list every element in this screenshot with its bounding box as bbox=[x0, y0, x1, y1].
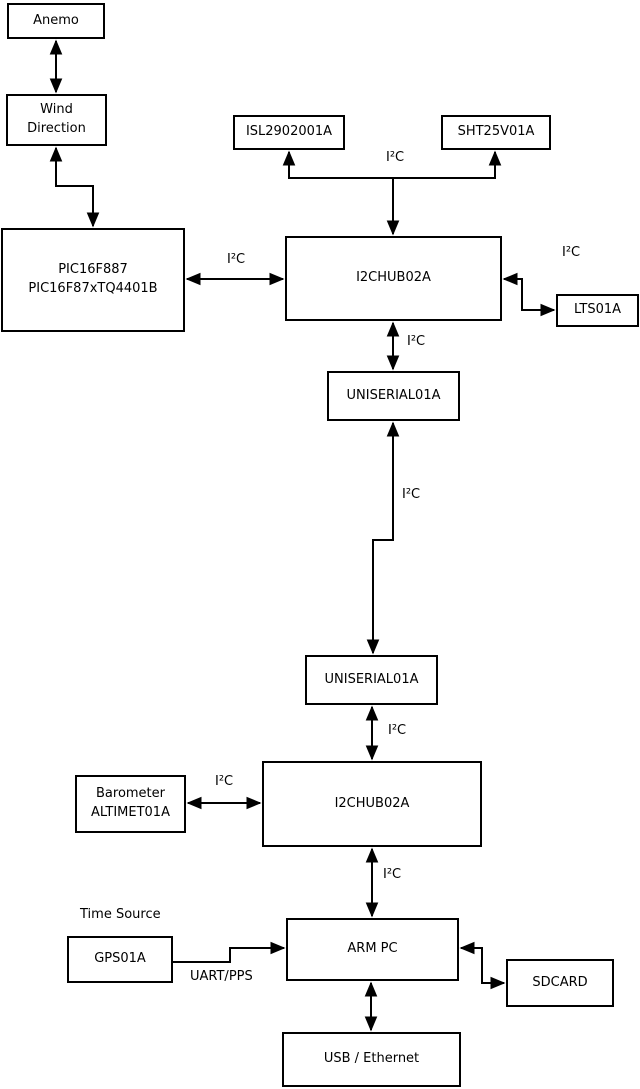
edge-label-i2c-hub2-arm: I²C bbox=[383, 867, 402, 882]
node-barometer-label: Barometer ALTIMET01A bbox=[91, 786, 170, 820]
connector-gps-armpc bbox=[173, 941, 286, 963]
edge-label-i2c-uniserial-hub2: I²C bbox=[388, 723, 407, 738]
node-i2chub-top-label: I2CHUB02A bbox=[356, 270, 431, 286]
node-lts01a: LTS01A bbox=[556, 294, 639, 327]
node-lts01a-label: LTS01A bbox=[573, 302, 622, 318]
node-wind-direction-label: Wind Direction bbox=[27, 102, 86, 136]
edge-label-uart-pps: UART/PPS bbox=[190, 969, 253, 984]
node-uniserial-top: UNISERIAL01A bbox=[327, 371, 460, 421]
node-isl2902001a-label: ISL2902001A bbox=[245, 124, 333, 140]
edge-label-i2c-long-link: I²C bbox=[402, 487, 421, 502]
edge-label-i2c-barometer: I²C bbox=[215, 774, 234, 789]
node-i2chub-bottom: I2CHUB02A bbox=[262, 761, 482, 847]
node-i2chub-top: I2CHUB02A bbox=[285, 236, 502, 321]
node-arm-pc: ARM PC bbox=[286, 918, 459, 981]
connector-wind-pic bbox=[49, 146, 100, 228]
edge-label-i2c-pic-hub: I²C bbox=[227, 252, 246, 267]
node-gps01a: GPS01A bbox=[67, 936, 173, 983]
node-sht25v01a: SHT25V01A bbox=[441, 115, 551, 150]
edge-label-i2c-top-branch: I²C bbox=[386, 150, 405, 165]
edge-label-i2c-hub-lts: I²C bbox=[562, 245, 581, 260]
connector-uniserial-top-uniserial-bottom bbox=[366, 421, 400, 655]
node-wind-direction: Wind Direction bbox=[6, 94, 107, 146]
node-pic-label: PIC16F887 PIC16F87xTQ4401B bbox=[28, 262, 158, 296]
node-sdcard-label: SDCARD bbox=[532, 974, 588, 990]
node-anemo: Anemo bbox=[7, 3, 105, 39]
node-arm-pc-label: ARM PC bbox=[347, 941, 398, 957]
node-barometer: Barometer ALTIMET01A bbox=[75, 775, 186, 833]
node-uniserial-bottom-label: UNISERIAL01A bbox=[324, 671, 419, 687]
node-usb-ethernet-label: USB / Ethernet bbox=[323, 1051, 420, 1067]
node-gps01a-label: GPS01A bbox=[94, 951, 146, 967]
node-uniserial-top-label: UNISERIAL01A bbox=[346, 387, 441, 403]
node-uniserial-bottom: UNISERIAL01A bbox=[305, 655, 438, 705]
node-sht25v01a-label: SHT25V01A bbox=[457, 124, 535, 140]
node-sdcard: SDCARD bbox=[506, 959, 614, 1007]
edge-label-i2c-hub-uniserial: I²C bbox=[407, 334, 426, 349]
connector-armpc-sdcard bbox=[459, 941, 506, 990]
node-usb-ethernet: USB / Ethernet bbox=[282, 1032, 461, 1087]
node-anemo-label: Anemo bbox=[33, 12, 79, 28]
node-pic: PIC16F887 PIC16F87xTQ4401B bbox=[1, 228, 185, 332]
node-i2chub-bottom-label: I2CHUB02A bbox=[334, 795, 410, 811]
edge-label-time-source: Time Source bbox=[80, 907, 161, 922]
connector-i2chub-top-lts bbox=[502, 272, 556, 317]
node-isl2902001a: ISL2902001A bbox=[233, 115, 345, 150]
